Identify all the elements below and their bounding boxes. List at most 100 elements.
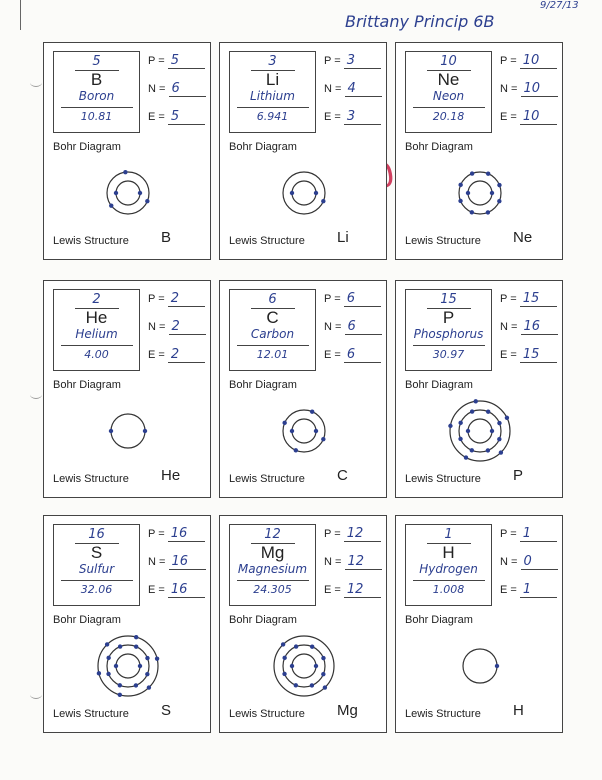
electron [497,420,502,426]
atomic-mass: 24.305 [253,583,292,596]
element-box: 3 Li Lithium 6.941 [229,51,316,133]
electron [293,448,299,453]
electron [489,428,495,434]
lewis-symbol: B [161,229,172,246]
p-value: 16 [167,526,205,542]
bohr-diagram [273,635,335,697]
electron [145,671,150,677]
element-symbol: He [85,308,108,327]
e-value: 3 [343,109,381,125]
element-symbol: S [90,543,103,562]
n-value: 2 [168,319,206,335]
n-label: N = [148,556,166,568]
n-field: N = 6 [324,319,382,335]
electron [469,409,475,414]
e-value: 1 [519,582,557,598]
electron [142,428,148,434]
electron [494,663,500,669]
n-field: N = 12 [324,554,382,570]
element-box: 15 P Phosphorus 30.97 [405,289,492,371]
element-name: Carbon [236,327,309,346]
electron [313,190,319,196]
lewis-label: Lewis Structure [229,473,305,485]
electron-shell [291,418,317,444]
p-field: P = 6 [324,291,381,307]
electron [104,642,110,647]
electron [117,644,123,649]
e-field: E = 1 [500,582,557,598]
bohr-label: Bohr Diagram [53,141,121,153]
e-field: E = 10 [500,109,557,125]
p-field: P = 2 [148,291,205,307]
n-value: 6 [344,319,382,335]
electron-shell [115,653,141,679]
atomic-mass: 32.06 [80,583,113,596]
electron [473,399,478,404]
electron [463,455,469,460]
e-label: E = [324,349,341,361]
atomic-number: 16 [74,527,119,544]
electron [497,436,502,442]
electron [280,642,286,647]
atomic-mass: 20.18 [432,110,465,123]
electron [137,663,143,669]
p-field: P = 16 [148,526,205,542]
electron [309,644,315,649]
n-field: N = 0 [500,554,558,570]
lewis-label: Lewis Structure [229,708,305,720]
electron [469,171,475,176]
p-label: P = [500,55,517,67]
electron [309,409,315,414]
n-value: 10 [520,81,558,97]
electron [108,428,114,434]
electron [448,423,453,429]
n-value: 6 [168,81,206,97]
bohr-label: Bohr Diagram [229,141,297,153]
p-label: P = [324,528,341,540]
p-label: P = [148,528,165,540]
n-label: N = [324,556,342,568]
element-box: 1 H Hydrogen 1.008 [405,524,492,606]
atomic-mass: 10.81 [80,110,113,123]
n-value: 0 [520,554,558,570]
p-value: 6 [343,291,381,307]
electron-shell [106,171,150,215]
electron [321,655,326,661]
e-field: E = 6 [324,347,381,363]
electron-shell [291,653,317,679]
electron-shell [115,180,141,206]
element-box: 10 Ne Neon 20.18 [405,51,492,133]
atomic-number: 3 [250,54,295,71]
electron [106,655,111,661]
e-label: E = [148,349,165,361]
element-symbol: P [442,308,455,327]
element-symbol: B [90,70,103,89]
p-value: 10 [519,53,557,69]
electron [106,671,111,677]
bohr-label: Bohr Diagram [405,141,473,153]
element-name: Helium [60,327,133,346]
p-field: P = 3 [324,53,381,69]
p-label: P = [500,528,517,540]
e-value: 6 [343,347,381,363]
lewis-symbol: S [161,702,172,719]
lewis-label: Lewis Structure [53,473,129,485]
n-label: N = [500,321,518,333]
n-field: N = 4 [324,81,382,97]
bohr-diagram [448,399,511,462]
atomic-number: 2 [74,292,119,309]
element-name: Magnesium [236,562,309,581]
element-symbol: C [266,308,279,327]
electron [504,415,510,420]
p-field: P = 5 [148,53,205,69]
element-box: 6 C Carbon 12.01 [229,289,316,371]
atomic-mass: 1.008 [432,583,465,596]
electron [145,655,150,661]
bohr-diagram [282,171,326,215]
element-box: 12 Mg Magnesium 24.305 [229,524,316,606]
